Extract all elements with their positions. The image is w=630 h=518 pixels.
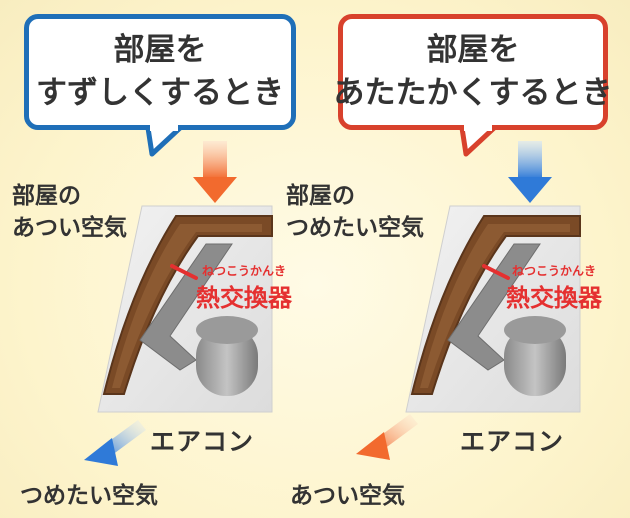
right-aircon-label: エアコン: [460, 427, 565, 456]
left-room-air-label: 部屋の あつい空気: [12, 180, 127, 244]
left-aircon-label: エアコン: [150, 427, 255, 456]
left-outflow-air-label: つめたい空気: [20, 483, 158, 509]
right-inflow-arrow: [508, 141, 552, 203]
right-outflow-air-label: あつい空気: [290, 483, 405, 509]
left-room-air-line-1: 部屋の: [12, 183, 81, 209]
left-bubble-line-2: すずしくするとき: [36, 75, 284, 111]
right-speech-bubble: 部屋を あたたかくするとき: [334, 14, 613, 130]
right-room-air-line-2: つめたい空気: [286, 215, 424, 241]
right-bubble-line-2: あたたかくするとき: [333, 75, 613, 111]
right-bubble-line-1: 部屋を: [426, 32, 520, 68]
left-aircon-unit: [97, 205, 273, 413]
right-room-air-line-1: 部屋の: [286, 183, 355, 209]
left-heat-exchanger-label: 熱交換器: [196, 284, 292, 312]
left-bubble-line-1: 部屋を: [113, 32, 207, 68]
right-bubble-tail-cover: [464, 121, 492, 131]
right-aircon-unit: [405, 205, 581, 413]
right-heat-exchanger-furigana: ねつこうかんき: [512, 264, 597, 278]
right-heat-exchanger-label: 熱交換器: [506, 284, 602, 312]
right-room-air-label: 部屋の つめたい空気: [286, 180, 424, 244]
left-heat-exchanger-furigana: ねつこうかんき: [202, 264, 287, 278]
left-room-air-line-2: あつい空気: [12, 215, 127, 241]
left-outflow-arrow: [84, 420, 146, 466]
left-speech-bubble: 部屋を すずしくするとき: [24, 14, 296, 130]
right-bubble-tail: [459, 125, 497, 157]
left-bubble-tail-cover: [150, 121, 178, 131]
right-outflow-arrow: [356, 414, 418, 460]
left-bubble-tail: [145, 125, 183, 157]
left-inflow-arrow: [193, 141, 237, 203]
